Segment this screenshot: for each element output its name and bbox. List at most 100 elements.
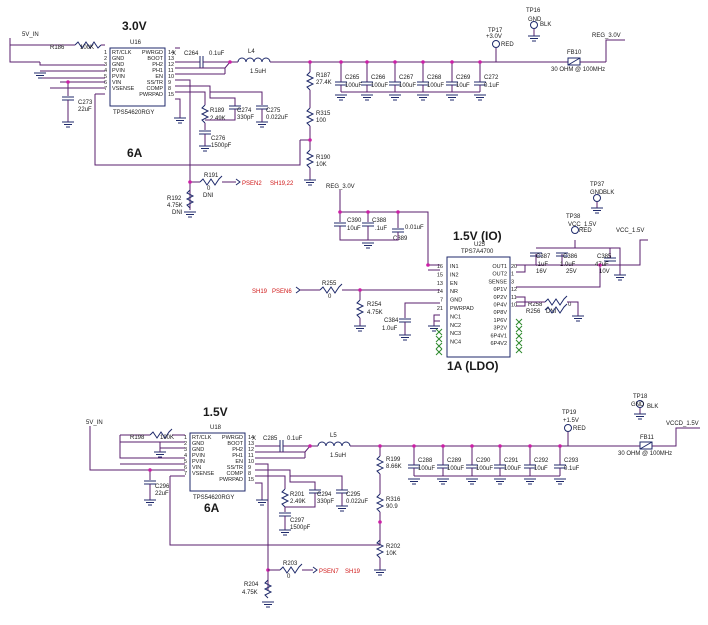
output-cap-ref: C289 — [447, 458, 462, 464]
u18-right-pin-number: 10 — [248, 459, 254, 465]
r203-ref: R203 — [283, 561, 298, 567]
r189-val: 2.49K — [210, 116, 226, 122]
r191-dni: DNI — [203, 193, 214, 199]
l4-val: 1.5uH — [250, 69, 266, 75]
bottom-output-caps: C288100uFC289100uFC290100uFC291100uFC292… — [407, 444, 580, 485]
u16-right-pin-number: 11 — [168, 68, 174, 74]
u25-left-pin-number: 14 — [437, 289, 443, 295]
output-cap-ref: C291 — [504, 458, 519, 464]
u25-right-pin-number: 3 — [511, 279, 514, 285]
u18-right-pin-number: 13 — [248, 441, 254, 447]
ldo-nc-marks — [435, 318, 523, 356]
tp37-testpoint[interactable] — [593, 194, 601, 202]
c274-val: 330pF — [237, 115, 254, 121]
r199-resistor — [375, 455, 385, 475]
fb11-ref: FB11 — [640, 435, 655, 441]
tp16-testpoint[interactable] — [530, 21, 538, 29]
r254-resistor — [355, 299, 365, 319]
tp18-testpoint[interactable] — [636, 400, 644, 408]
c386-volt: 25V — [566, 269, 577, 275]
tp38-testpoint[interactable] — [571, 226, 579, 234]
r187-resistor — [305, 71, 315, 91]
u18-right-pin-label: PWRGD — [222, 435, 243, 441]
u18-left-pin-label: PVIN — [192, 453, 205, 459]
u18-left-pin-label: PVIN — [192, 459, 205, 465]
u18-right-pin-label: SS/TR — [227, 465, 243, 471]
u25-left-pin-label: GND — [450, 298, 462, 304]
c285-ref: C285 — [263, 436, 278, 442]
l5-val: 1.5uH — [330, 453, 346, 459]
top-vin-net: 5V_IN — [22, 32, 39, 38]
fb10-ref: FB10 — [567, 50, 582, 56]
l5-ref: L5 — [330, 433, 337, 439]
output-cap-ref: C268 — [427, 75, 442, 81]
u16-ic-body — [109, 47, 166, 107]
tp16-color: BLK — [540, 22, 551, 28]
u16-left-pin-number: 2 — [104, 56, 107, 62]
u16-right-pin-number: 9 — [168, 80, 171, 86]
r202-ref: R202 — [386, 544, 401, 550]
psen2-sheet: SH19,22 — [270, 181, 294, 187]
u18-right-pin-number: 12 — [248, 447, 254, 453]
u16-left-pin-number: 3 — [104, 62, 107, 68]
r255-val: 0 — [328, 294, 332, 300]
r198-resistor — [149, 428, 173, 439]
r256-ref: R256 — [526, 309, 541, 315]
u25-left-pin-label: NC4 — [450, 340, 461, 346]
ldo-title: 1.5V (IO) — [453, 229, 502, 243]
tp38-color: RED — [579, 228, 592, 234]
u25-left-pin-label: IN2 — [450, 272, 459, 278]
r198-val: 100K — [160, 435, 174, 441]
r189-ref: R189 — [210, 108, 225, 114]
tp37-ref: TP37 — [590, 182, 605, 188]
bottom-regulator-section: 1.5V 6A 5V_IN U18 TPS54620RGY RT/CLK1GND… — [86, 394, 700, 608]
u18-left-pin-label: RT/CLK — [192, 435, 212, 441]
c296-val: 22uF — [155, 491, 169, 497]
r192-dni: DNI — [172, 210, 183, 216]
tp18-color: BLK — [647, 404, 658, 410]
u25-left-pin-number: 7 — [440, 298, 443, 304]
tp17-testpoint[interactable] — [492, 40, 500, 48]
u18-left-pin-number: 2 — [184, 441, 187, 447]
r191-ref: R191 — [204, 173, 219, 179]
u16-right-pin-number: 10 — [168, 74, 174, 80]
u16-left-pin-number: 7 — [104, 86, 107, 92]
c297-ref: C297 — [290, 518, 305, 524]
tp19-testpoint[interactable] — [564, 424, 572, 432]
svg-text:X: X — [172, 51, 176, 57]
r254-val: 4.75K — [367, 310, 383, 316]
c388-val: .1uF — [375, 226, 387, 232]
output-cap-val: 100uF — [418, 466, 435, 472]
c295-ref: C295 — [346, 492, 361, 498]
u25-left-pin-number: 13 — [437, 281, 443, 287]
u25-right-pin-label: 6P4V1 — [490, 333, 507, 339]
r258-ref: R258 — [528, 302, 543, 308]
psen6-label: PSEN6 — [272, 289, 292, 295]
r258-val: 0 — [568, 302, 572, 308]
top-vin-rail — [9, 38, 40, 63]
r202-resistor — [375, 539, 385, 559]
output-cap-val: 100uF — [476, 466, 493, 472]
output-cap-ref: C290 — [476, 458, 491, 464]
l4-ref: L4 — [248, 49, 255, 55]
u25-right-pin-label: 3P2V — [494, 326, 508, 332]
tp16-val: GND — [528, 17, 542, 23]
output-cap-ref: C272 — [484, 75, 499, 81]
r186-resistor — [74, 41, 102, 49]
u16-left-pin-label: VIN — [112, 80, 121, 86]
r254-ref: R254 — [367, 302, 382, 308]
u18-right-pin-label: EN — [235, 459, 243, 465]
u25-left-pin-label: NC2 — [450, 323, 461, 329]
fb11-val: 30 OHM @ 100MHz — [618, 451, 672, 457]
c264-ref: C264 — [184, 51, 199, 57]
r204-resistor — [263, 579, 273, 599]
c390-ref: C390 — [347, 218, 362, 224]
bottom-out-net: VCCD_1.5V — [666, 421, 699, 427]
ldo-current: 1A (LDO) — [447, 359, 499, 373]
u18-right-pin-number: 14 — [248, 435, 254, 441]
output-cap-val: 100uF — [447, 466, 464, 472]
top-out-net: REG_3.0V — [592, 33, 621, 39]
u25-right-pin-number: 12 — [511, 287, 517, 293]
tp38-ref: TP38 — [566, 214, 581, 220]
